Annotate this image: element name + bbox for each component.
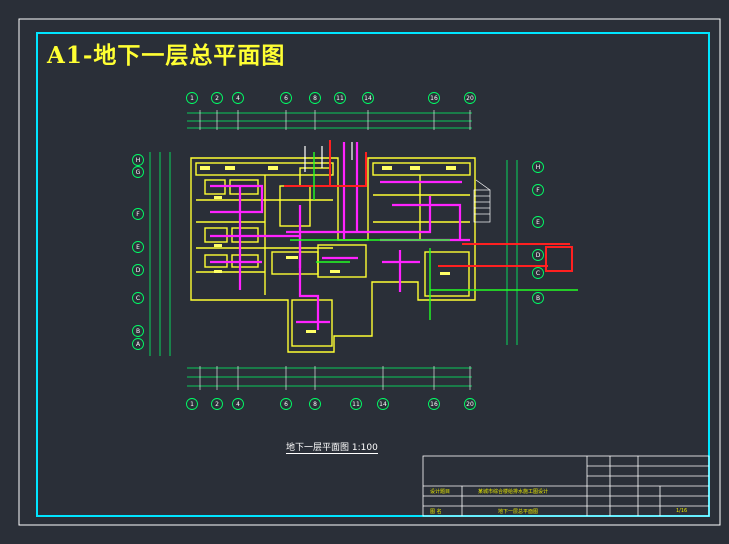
axis-bubble xyxy=(350,398,362,410)
bottom-dimensions xyxy=(187,367,472,387)
supply-pipes-green xyxy=(290,152,578,320)
room-markers xyxy=(200,166,456,333)
drawing-label: 图 名 xyxy=(430,509,442,515)
axis-bubble xyxy=(232,92,244,104)
risers-white xyxy=(304,142,353,172)
axis-top: 1 2 4 6 8 11 14 16 20 xyxy=(186,92,476,104)
axis-bubble xyxy=(464,398,476,410)
axis-label: A xyxy=(136,341,141,348)
axis-bubble xyxy=(532,292,544,304)
axis-label: G xyxy=(136,169,141,176)
axis-bubble xyxy=(132,166,144,178)
axis-bubble xyxy=(362,92,374,104)
axis-label: 14 xyxy=(364,95,372,102)
axis-bubble xyxy=(377,398,389,410)
axis-bubble xyxy=(428,92,440,104)
axis-label: F xyxy=(536,187,540,194)
axis-bubble xyxy=(428,398,440,410)
axis-label: 2 xyxy=(215,95,219,102)
axis-bubble xyxy=(280,398,292,410)
axis-bubble xyxy=(232,398,244,410)
left-dimensions xyxy=(149,152,171,356)
drawing-caption: 地下一层平面图 1:100 xyxy=(286,440,378,454)
axis-bubble xyxy=(464,92,476,104)
axis-label: 4 xyxy=(236,401,240,408)
axis-bubble xyxy=(186,92,198,104)
axis-label: 1 xyxy=(190,95,194,102)
drawing-name: 地下一层总平面图 xyxy=(498,509,539,515)
inner-frame xyxy=(36,32,710,517)
axis-bubble xyxy=(532,184,544,196)
axis-label: B xyxy=(536,295,540,302)
axis-label: E xyxy=(136,244,140,251)
axis-label: 20 xyxy=(466,401,474,408)
axis-label: 11 xyxy=(336,95,344,102)
stair xyxy=(473,179,491,223)
axis-bubble xyxy=(334,92,346,104)
axis-bubble xyxy=(132,241,144,253)
project-label: 设计题目 xyxy=(430,489,451,495)
axis-label: 16 xyxy=(430,401,438,408)
axis-label: D xyxy=(136,267,141,274)
axis-bubble xyxy=(309,92,321,104)
axis-label: 20 xyxy=(466,95,474,102)
axis-label: H xyxy=(136,157,141,164)
axis-label: D xyxy=(536,252,541,259)
axis-left: HG F E D C BA xyxy=(132,154,144,350)
axis-label: 2 xyxy=(215,401,219,408)
axis-label: 4 xyxy=(236,95,240,102)
axis-label: 11 xyxy=(352,401,360,408)
axis-label: 1 xyxy=(190,401,194,408)
axis-bubble xyxy=(532,249,544,261)
axis-bubble xyxy=(532,267,544,279)
axis-label: 6 xyxy=(284,401,288,408)
axis-bubble xyxy=(532,161,544,173)
axis-label: C xyxy=(536,270,540,277)
axis-label: 14 xyxy=(379,401,387,408)
axis-bubble xyxy=(132,292,144,304)
axis-label: 6 xyxy=(284,95,288,102)
top-dimensions xyxy=(187,112,472,129)
axis-bubble xyxy=(211,398,223,410)
project-name: 某城市综合楼给排水施工图设计 xyxy=(478,489,549,495)
dim-ticks xyxy=(199,110,471,390)
axis-label: B xyxy=(136,328,140,335)
water-pipes-magenta xyxy=(210,142,470,330)
axis-bubble xyxy=(211,92,223,104)
axis-bubble xyxy=(186,398,198,410)
right-dimensions xyxy=(506,160,518,345)
axis-bubble xyxy=(309,398,321,410)
drawing-title: A1-地下一层总平面图 xyxy=(47,42,286,69)
axis-label: C xyxy=(136,295,140,302)
axis-bubble xyxy=(532,216,544,228)
axis-bubble xyxy=(132,154,144,166)
axis-right: H F E D C B xyxy=(532,161,544,304)
page-number: 1/16 xyxy=(676,508,688,514)
axis-bubble xyxy=(132,264,144,276)
axis-bubble xyxy=(280,92,292,104)
outer-frame xyxy=(18,18,721,526)
axis-label: 8 xyxy=(313,95,317,102)
axis-bubble xyxy=(132,325,144,337)
axis-label: 16 xyxy=(430,95,438,102)
title-block xyxy=(422,455,710,517)
axis-label: E xyxy=(536,219,540,226)
axis-bubble xyxy=(132,208,144,220)
axis-bottom: 1 2 4 6 8 11 14 16 20 xyxy=(186,398,476,410)
drain-pipes-red xyxy=(284,140,573,272)
axis-label: H xyxy=(536,164,541,171)
axis-label: F xyxy=(136,211,140,218)
axis-bubble xyxy=(132,338,144,350)
axis-label: 8 xyxy=(313,401,317,408)
